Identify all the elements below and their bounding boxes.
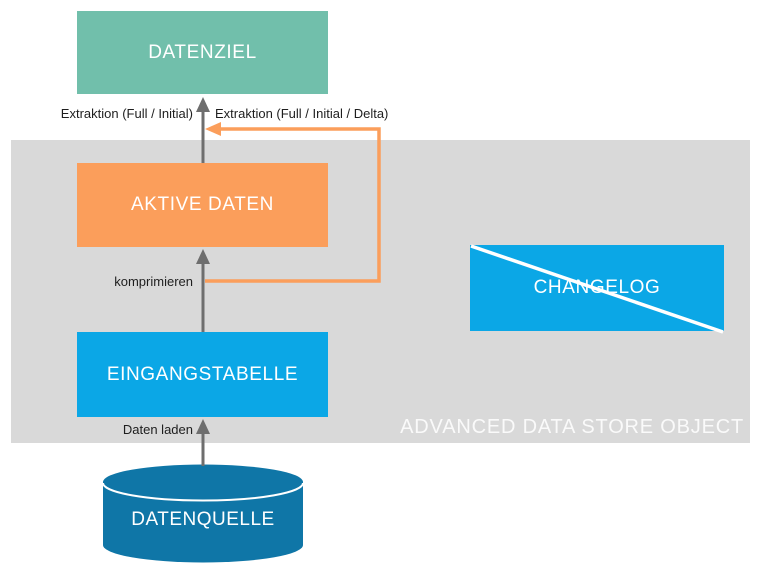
edge-label-komprimieren: komprimieren	[114, 274, 193, 289]
node-changelog-label: CHANGELOG	[533, 277, 661, 298]
node-datenziel-label: DATENZIEL	[148, 41, 257, 63]
node-aktive-daten: AKTIVE DATEN	[77, 163, 328, 247]
node-datenquelle-label: DATENQUELLE	[131, 509, 275, 530]
node-eingangstabelle: EINGANGSTABELLE	[77, 332, 328, 417]
node-eingangstabelle-label: EINGANGSTABELLE	[106, 363, 299, 385]
node-datenziel: DATENZIEL	[77, 11, 328, 94]
edge-label-extraktion-full-initial-delta: Extraktion (Full / Initial / Delta)	[215, 106, 389, 121]
region-title: ADVANCED DATA STORE OBJECT	[400, 416, 744, 438]
edge-label-extraktion-full-initial: Extraktion (Full / Initial)	[60, 106, 193, 121]
node-changelog: CHANGELOG	[470, 245, 724, 331]
edge-label-daten-laden: Daten laden	[122, 422, 193, 437]
node-aktive-daten-label: AKTIVE DATEN	[130, 194, 275, 215]
